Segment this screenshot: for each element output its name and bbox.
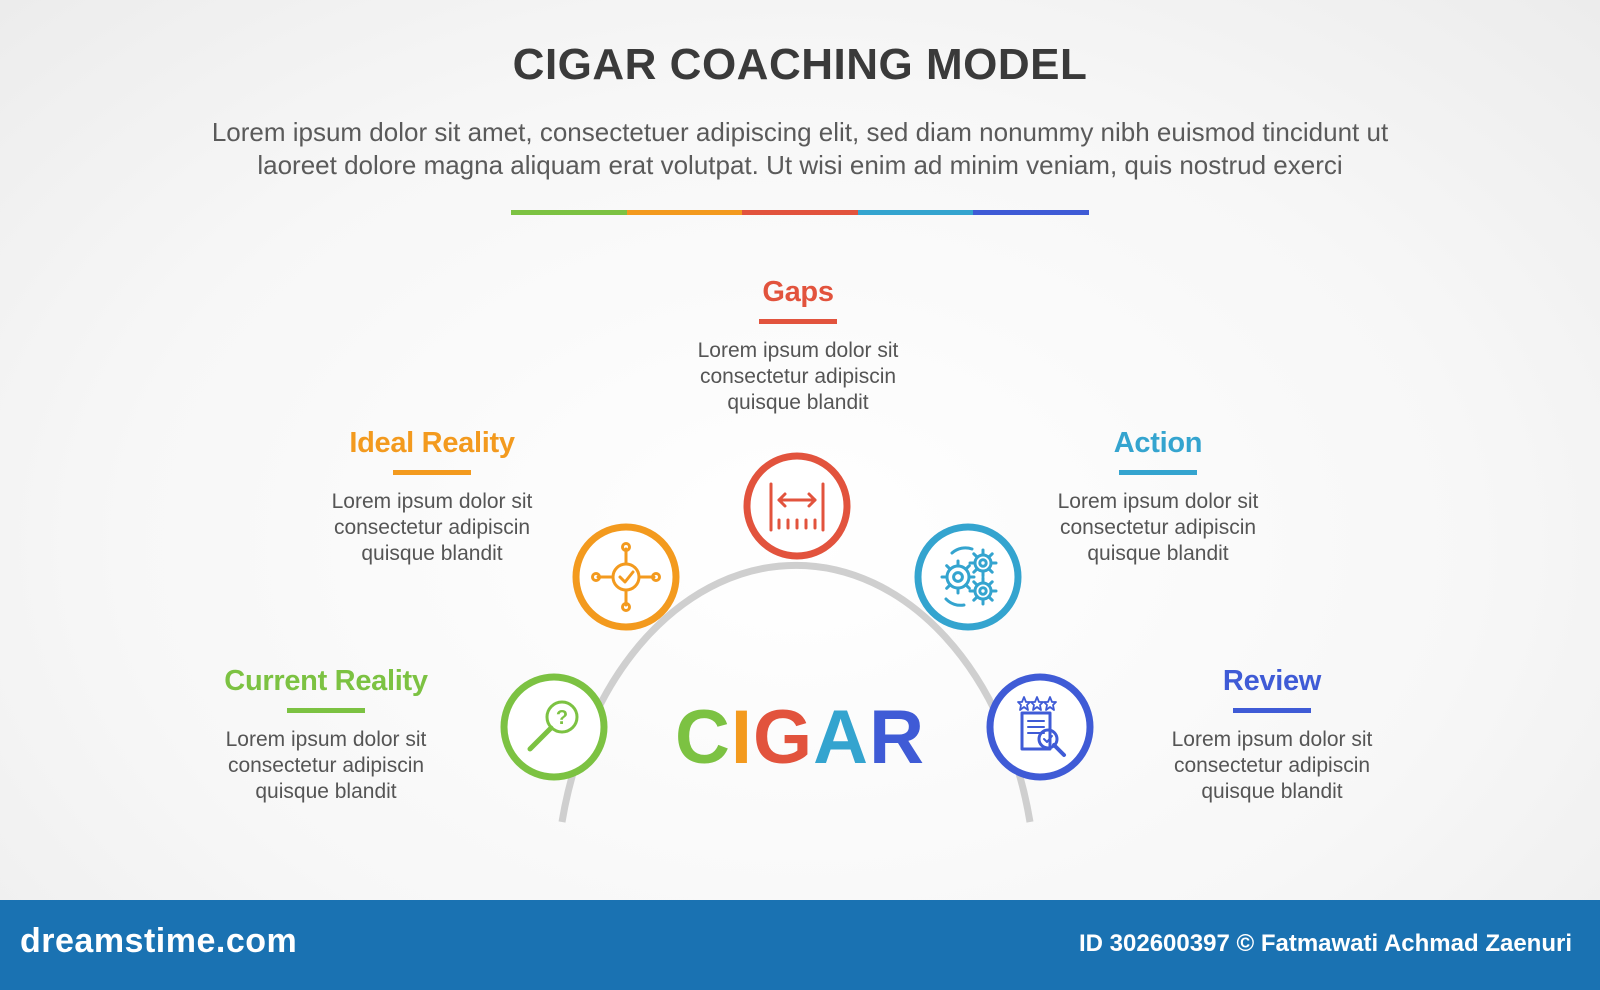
step-review: Review Lorem ipsum dolor sit consectetur… — [1142, 665, 1402, 805]
node-ring — [743, 452, 851, 560]
step-underline — [393, 470, 471, 475]
acronym-letter: I — [730, 695, 754, 780]
step-body-line: consectetur adipiscin — [227, 754, 425, 777]
step-body-line: consectetur adipiscin — [333, 516, 531, 539]
target-network-icon — [591, 542, 661, 612]
page-title: CIGAR COACHING MODEL — [512, 40, 1088, 89]
step-heading: Action — [1113, 427, 1203, 459]
step-body-line: Lorem ipsum dolor sit — [1057, 490, 1259, 513]
step-body-line: quisque blandit — [1087, 542, 1229, 565]
step-node-review — [986, 673, 1094, 781]
page-subtitle: Lorem ipsum dolor sit amet, consectetuer… — [100, 116, 1500, 182]
subtitle-line-2: laoreet dolore magna aliquam erat volutp… — [257, 150, 1343, 180]
divider-segment — [973, 210, 1089, 215]
step-heading: Review — [1222, 665, 1322, 697]
step-gaps: Gaps Lorem ipsum dolor sit consectetur a… — [668, 276, 928, 416]
step-body-line: Lorem ipsum dolor sit — [1171, 728, 1373, 751]
color-divider — [511, 210, 1089, 215]
arc-track — [558, 561, 1034, 823]
step-node-gaps — [743, 452, 851, 560]
step-underline — [1233, 708, 1311, 713]
image-credit: ID 302600397 © Fatmawati Achmad Zaenuri — [1079, 930, 1572, 957]
step-underline — [287, 708, 365, 713]
step-body: Lorem ipsum dolor sit consectetur adipis… — [668, 338, 928, 416]
gears-icon — [940, 546, 998, 607]
footer-bar: dreamstime.com ID 302600397 © Fatmawati … — [0, 900, 1600, 990]
step-body-line: quisque blandit — [361, 542, 503, 565]
acronym-letter: G — [753, 695, 814, 780]
acronym-letter: R — [869, 695, 925, 780]
svg-text:?: ? — [556, 707, 568, 729]
step-body-line: quisque blandit — [255, 780, 397, 803]
step-body-line: Lorem ipsum dolor sit — [697, 339, 899, 362]
step-node-current: ? — [500, 673, 608, 781]
step-underline — [1119, 470, 1197, 475]
step-body-line: Lorem ipsum dolor sit — [331, 490, 533, 513]
step-action: Action Lorem ipsum dolor sit consectetur… — [1028, 427, 1288, 567]
step-body-line: consectetur adipiscin — [1173, 754, 1371, 777]
review-document-icon — [1017, 696, 1066, 757]
divider-segment — [511, 210, 627, 215]
arc-diagram: ? — [500, 452, 1094, 823]
step-node-ideal — [572, 523, 680, 631]
step-body-line: quisque blandit — [1201, 780, 1343, 803]
step-heading: Current Reality — [224, 665, 428, 697]
step-underline — [759, 319, 837, 324]
divider-segment — [857, 210, 974, 215]
step-heading: Ideal Reality — [349, 427, 515, 459]
node-ring — [572, 523, 680, 631]
step-body-line: Lorem ipsum dolor sit — [225, 728, 427, 751]
divider-segment — [626, 210, 743, 215]
node-ring — [500, 673, 608, 781]
step-body: Lorem ipsum dolor sit consectetur adipis… — [1142, 727, 1402, 805]
subtitle-line-1: Lorem ipsum dolor sit amet, consectetuer… — [211, 117, 1389, 147]
step-body-line: consectetur adipiscin — [1059, 516, 1257, 539]
step-body-line: quisque blandit — [727, 391, 869, 414]
step-body: Lorem ipsum dolor sit consectetur adipis… — [196, 727, 456, 805]
step-body: Lorem ipsum dolor sit consectetur adipis… — [302, 489, 562, 567]
step-body: Lorem ipsum dolor sit consectetur adipis… — [1028, 489, 1288, 567]
step-node-action — [914, 523, 1022, 631]
acronym-letter: C — [675, 695, 731, 780]
step-heading: Gaps — [762, 276, 834, 308]
magnifier-question-icon: ? — [527, 700, 579, 752]
step-body-line: consectetur adipiscin — [699, 365, 897, 388]
step-current-reality: Current Reality Lorem ipsum dolor sit co… — [196, 665, 456, 805]
step-ideal-reality: Ideal Reality Lorem ipsum dolor sit cons… — [302, 427, 562, 567]
gap-measure-icon — [769, 482, 825, 532]
cigar-acronym: CIGAR — [640, 698, 960, 778]
acronym-letter: A — [813, 695, 870, 780]
divider-segment — [742, 210, 858, 215]
brand-logo[interactable]: dreamstime.com — [20, 922, 298, 960]
